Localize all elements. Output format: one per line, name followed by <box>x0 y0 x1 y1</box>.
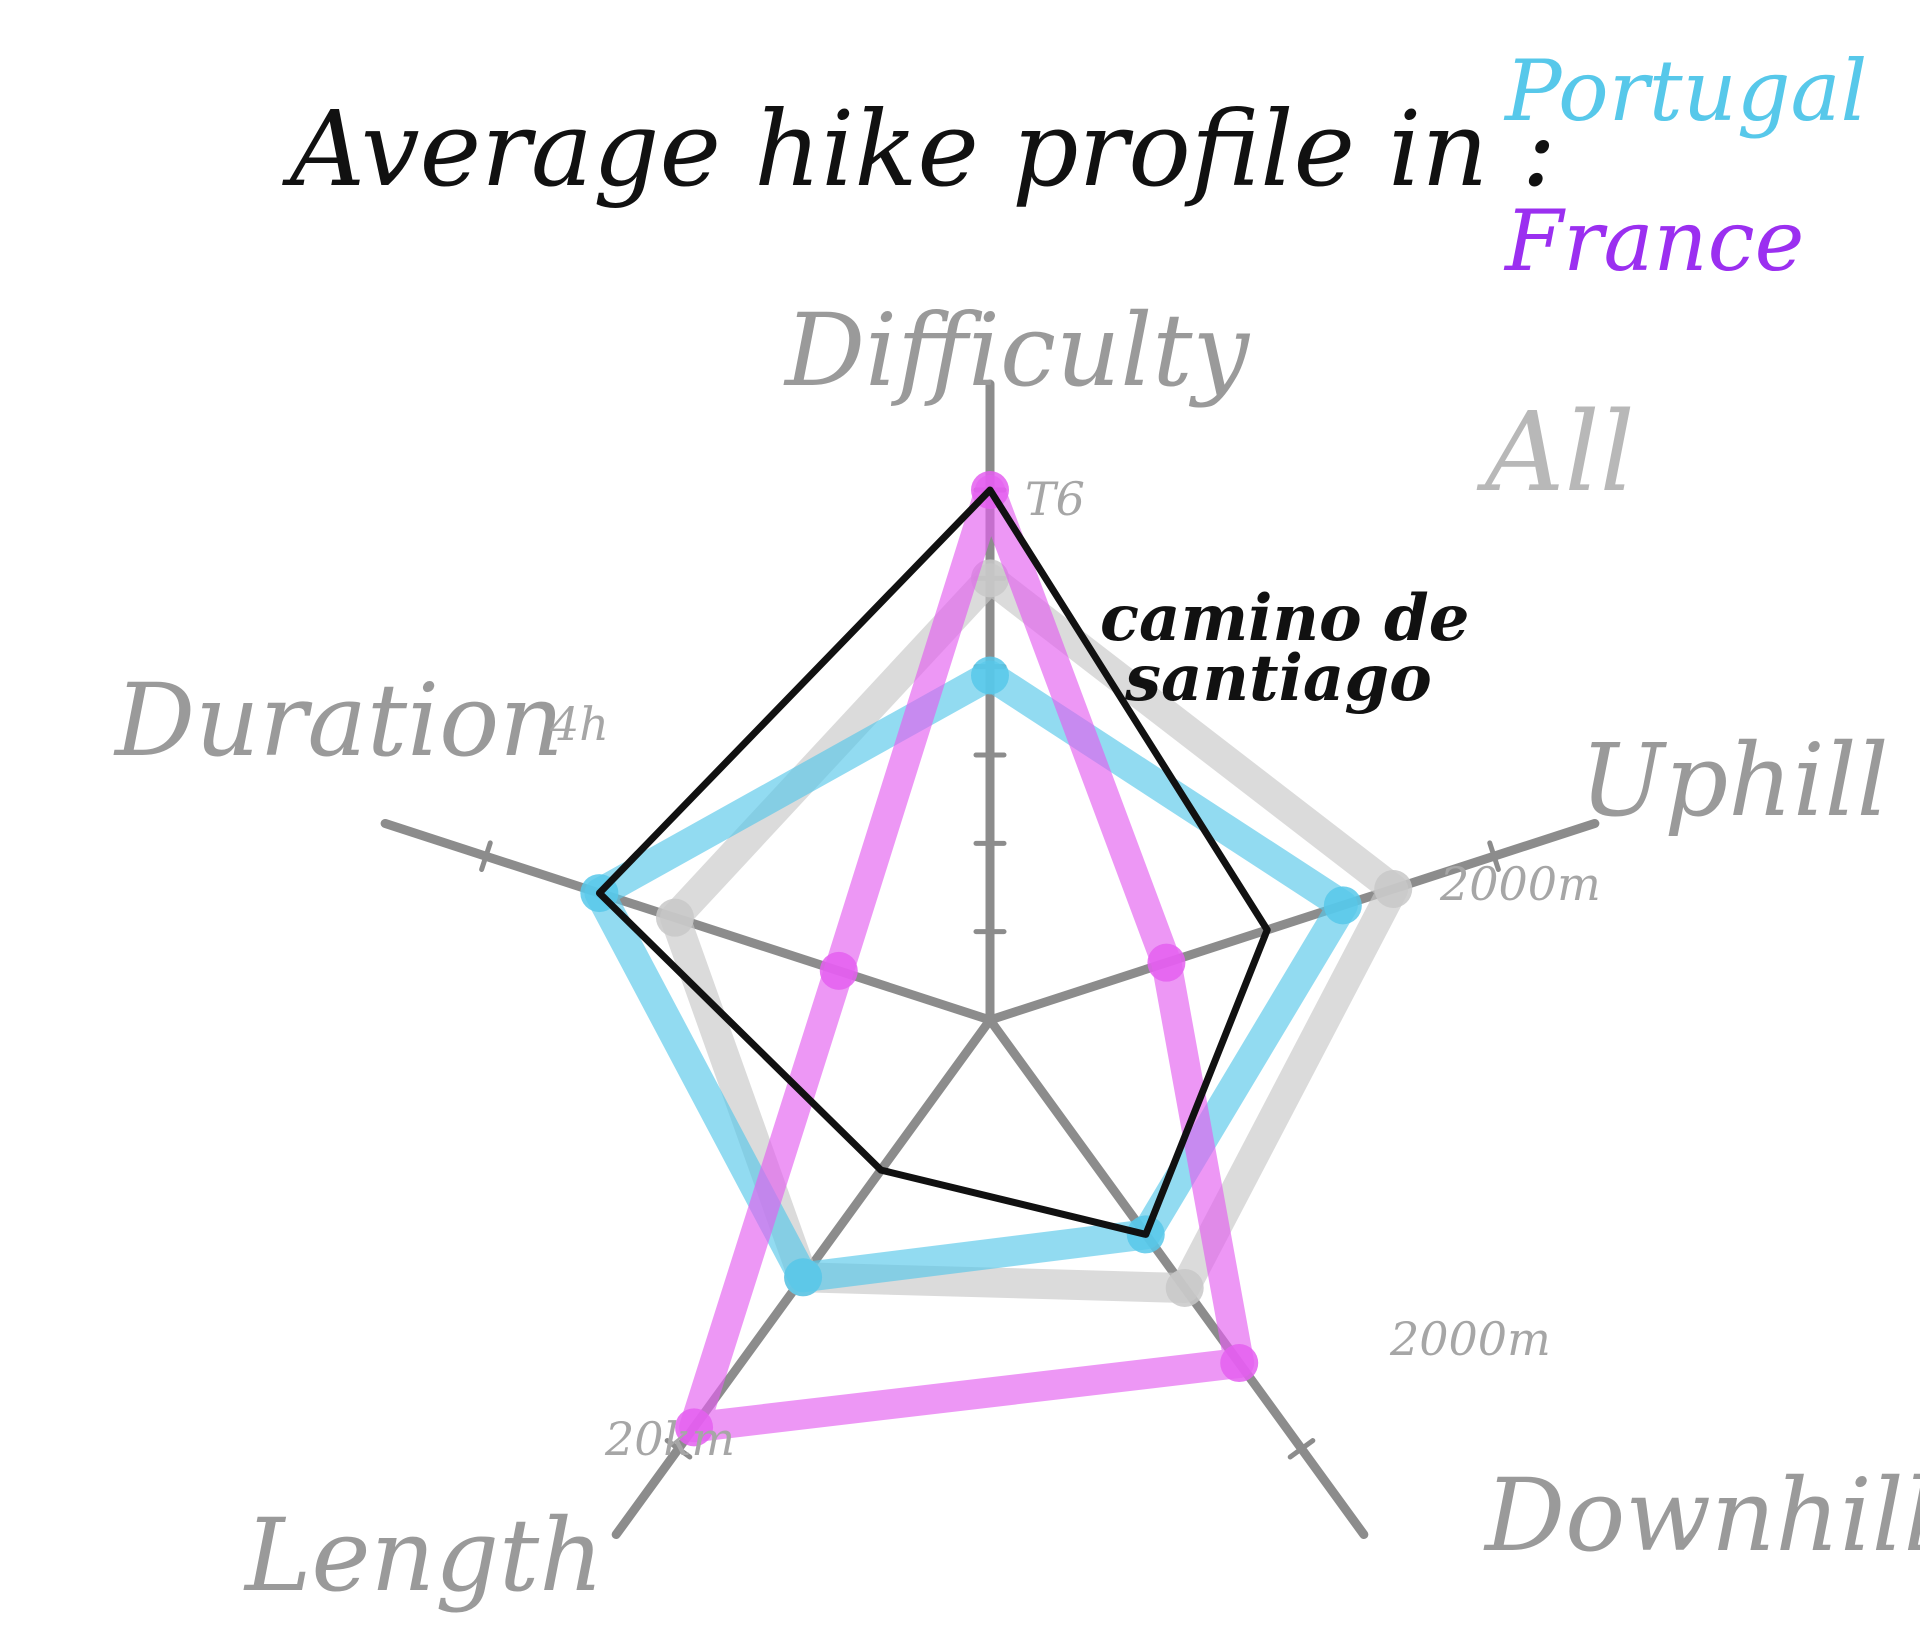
series-france-point-4 <box>819 951 858 990</box>
axis-label-duration: Duration <box>113 662 564 779</box>
series-france-point-1 <box>1147 943 1186 982</box>
series-portugal-point-1 <box>1323 886 1362 925</box>
series-france-line <box>679 475 1255 1443</box>
legend-france: France <box>1503 192 1804 290</box>
series-layer <box>580 471 1413 1447</box>
axis-label-length: Length <box>243 1497 604 1614</box>
series-all-point-4 <box>655 898 694 937</box>
series-all-point-1 <box>1374 869 1413 908</box>
tick-downhill-0 <box>1287 1438 1316 1460</box>
series-all-point-2 <box>1165 1268 1204 1307</box>
annotation-camino-line2: santiago <box>1124 641 1432 716</box>
tick-label-difficulty: T6 <box>1025 472 1085 526</box>
legend-portugal: Portugal <box>1503 42 1867 140</box>
tick-label-duration: 4h <box>549 697 609 751</box>
axis-label-downhill: Downhill <box>1483 1457 1920 1574</box>
tick-label-uphill: 2000m <box>1439 857 1601 911</box>
series-camino-de-santiago-line <box>595 486 1271 1238</box>
axis-label-difficulty: Difficulty <box>783 292 1251 409</box>
series-portugal-point-0 <box>971 656 1009 695</box>
tick-uphill-0 <box>1487 840 1501 873</box>
series-portugal-point-3 <box>784 1258 823 1297</box>
tick-length-0 <box>664 1438 693 1460</box>
annotation-camino-line1: camino de <box>1100 581 1469 656</box>
tick-label-length: 20km <box>604 1412 735 1466</box>
series-portugal-line <box>584 660 1358 1293</box>
tick-label-downhill: 2000m <box>1389 1312 1551 1366</box>
axis-label-uphill: Uphill <box>1580 722 1889 839</box>
series-france-point-2 <box>1220 1344 1259 1383</box>
series-label-all: All <box>1476 388 1635 516</box>
series-france-point-3 <box>675 1408 714 1447</box>
chart-title: Average hike profile in : <box>282 88 1556 210</box>
series-all-line <box>660 563 1409 1303</box>
tick-duration-0 <box>479 840 493 873</box>
